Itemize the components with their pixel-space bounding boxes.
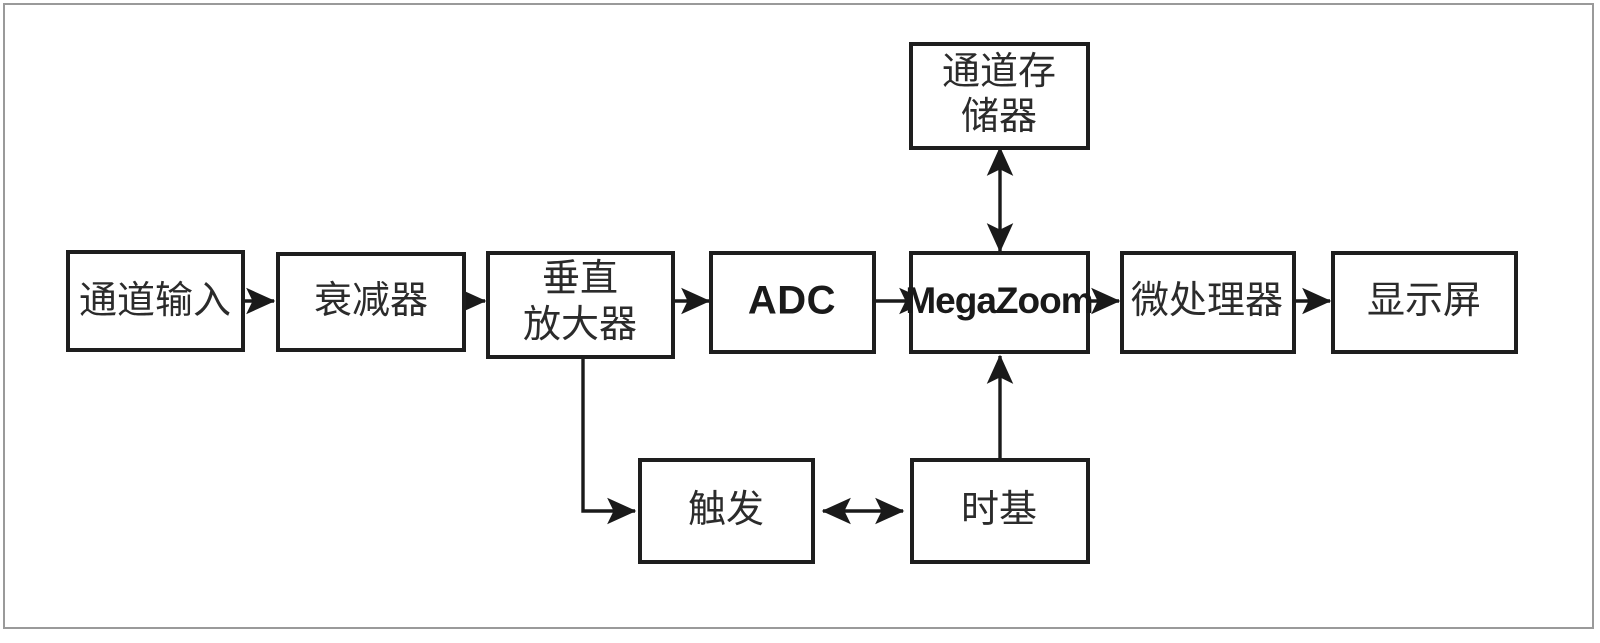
connector-vertical-amplifier-to-trigger <box>581 357 637 525</box>
node-adc[interactable]: ADC <box>709 251 876 354</box>
node-microprocessor-box[interactable] <box>1120 251 1296 354</box>
node-megazoom-label: MegaZoom <box>905 280 1092 321</box>
node-megazoom[interactable]: MegaZoom <box>905 251 1094 354</box>
node-channel-input-box[interactable] <box>66 250 245 352</box>
node-trigger-label: 触发 <box>688 489 764 531</box>
node-channel-memory-label-line1: 通道存 <box>942 51 1056 93</box>
node-adc-label: ADC <box>748 279 836 323</box>
node-attenuator-box[interactable] <box>276 252 466 352</box>
node-attenuator-label: 衰减器 <box>314 280 428 322</box>
node-time-base[interactable]: 时基 <box>910 458 1090 564</box>
node-display-label: 显示屏 <box>1367 280 1481 322</box>
node-trigger-box[interactable] <box>638 458 815 564</box>
node-attenuator[interactable]: 衰减器 <box>276 252 466 352</box>
node-vertical-amplifier-label-line1: 垂直 <box>542 258 618 300</box>
node-channel-input-label: 通道输入 <box>79 280 231 322</box>
node-time-base-label: 时基 <box>961 489 1037 531</box>
connection-layer <box>243 146 1332 525</box>
node-microprocessor[interactable]: 微处理器 <box>1120 251 1296 354</box>
node-trigger[interactable]: 触发 <box>638 458 815 564</box>
node-vertical-amplifier[interactable]: 垂直 放大器 <box>486 251 675 359</box>
node-display[interactable]: 显示屏 <box>1331 251 1518 354</box>
node-vertical-amplifier-box[interactable] <box>486 251 675 359</box>
node-channel-memory-label-line2: 储器 <box>961 96 1037 138</box>
node-channel-memory[interactable]: 通道存 储器 <box>909 42 1090 150</box>
node-adc-box[interactable] <box>709 251 876 354</box>
node-vertical-amplifier-label-line2: 放大器 <box>523 304 637 346</box>
node-display-box[interactable] <box>1331 251 1518 354</box>
node-time-base-box[interactable] <box>910 458 1090 564</box>
node-channel-input[interactable]: 通道输入 <box>66 250 245 352</box>
node-megazoom-box[interactable] <box>909 251 1090 354</box>
node-channel-memory-box[interactable] <box>909 42 1090 150</box>
node-microprocessor-label: 微处理器 <box>1131 280 1283 322</box>
